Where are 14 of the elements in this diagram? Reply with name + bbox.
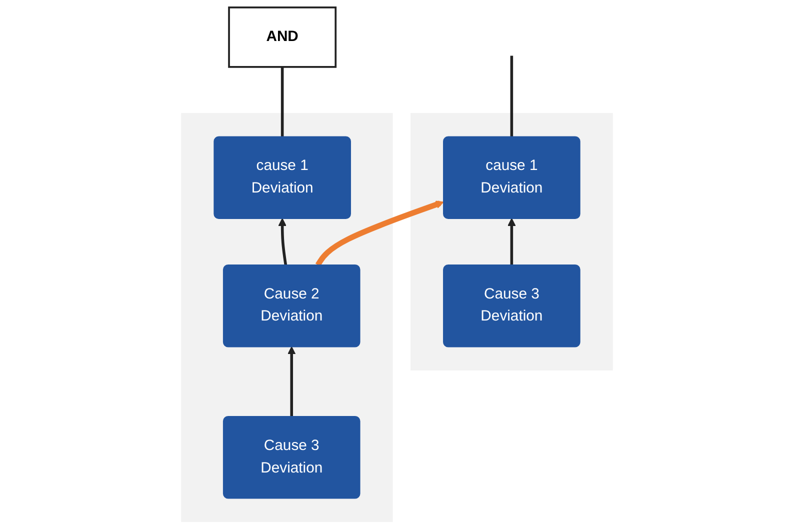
node-box: AND [228, 6, 337, 68]
node-box: cause 1 Deviation [443, 136, 580, 219]
node-box: Cause 2 Deviation [222, 264, 360, 348]
arrow [288, 346, 296, 416]
connector [510, 56, 514, 137]
connector [280, 66, 284, 137]
arrow [278, 218, 288, 266]
node-box: Cause 3 Deviation [222, 416, 360, 499]
node-box: cause 1 Deviation [214, 136, 351, 219]
cluster [410, 112, 613, 370]
node-box: Cause 3 Deviation [443, 264, 580, 348]
arrow [508, 218, 516, 265]
cluster [181, 112, 393, 522]
arrow [315, 200, 444, 266]
